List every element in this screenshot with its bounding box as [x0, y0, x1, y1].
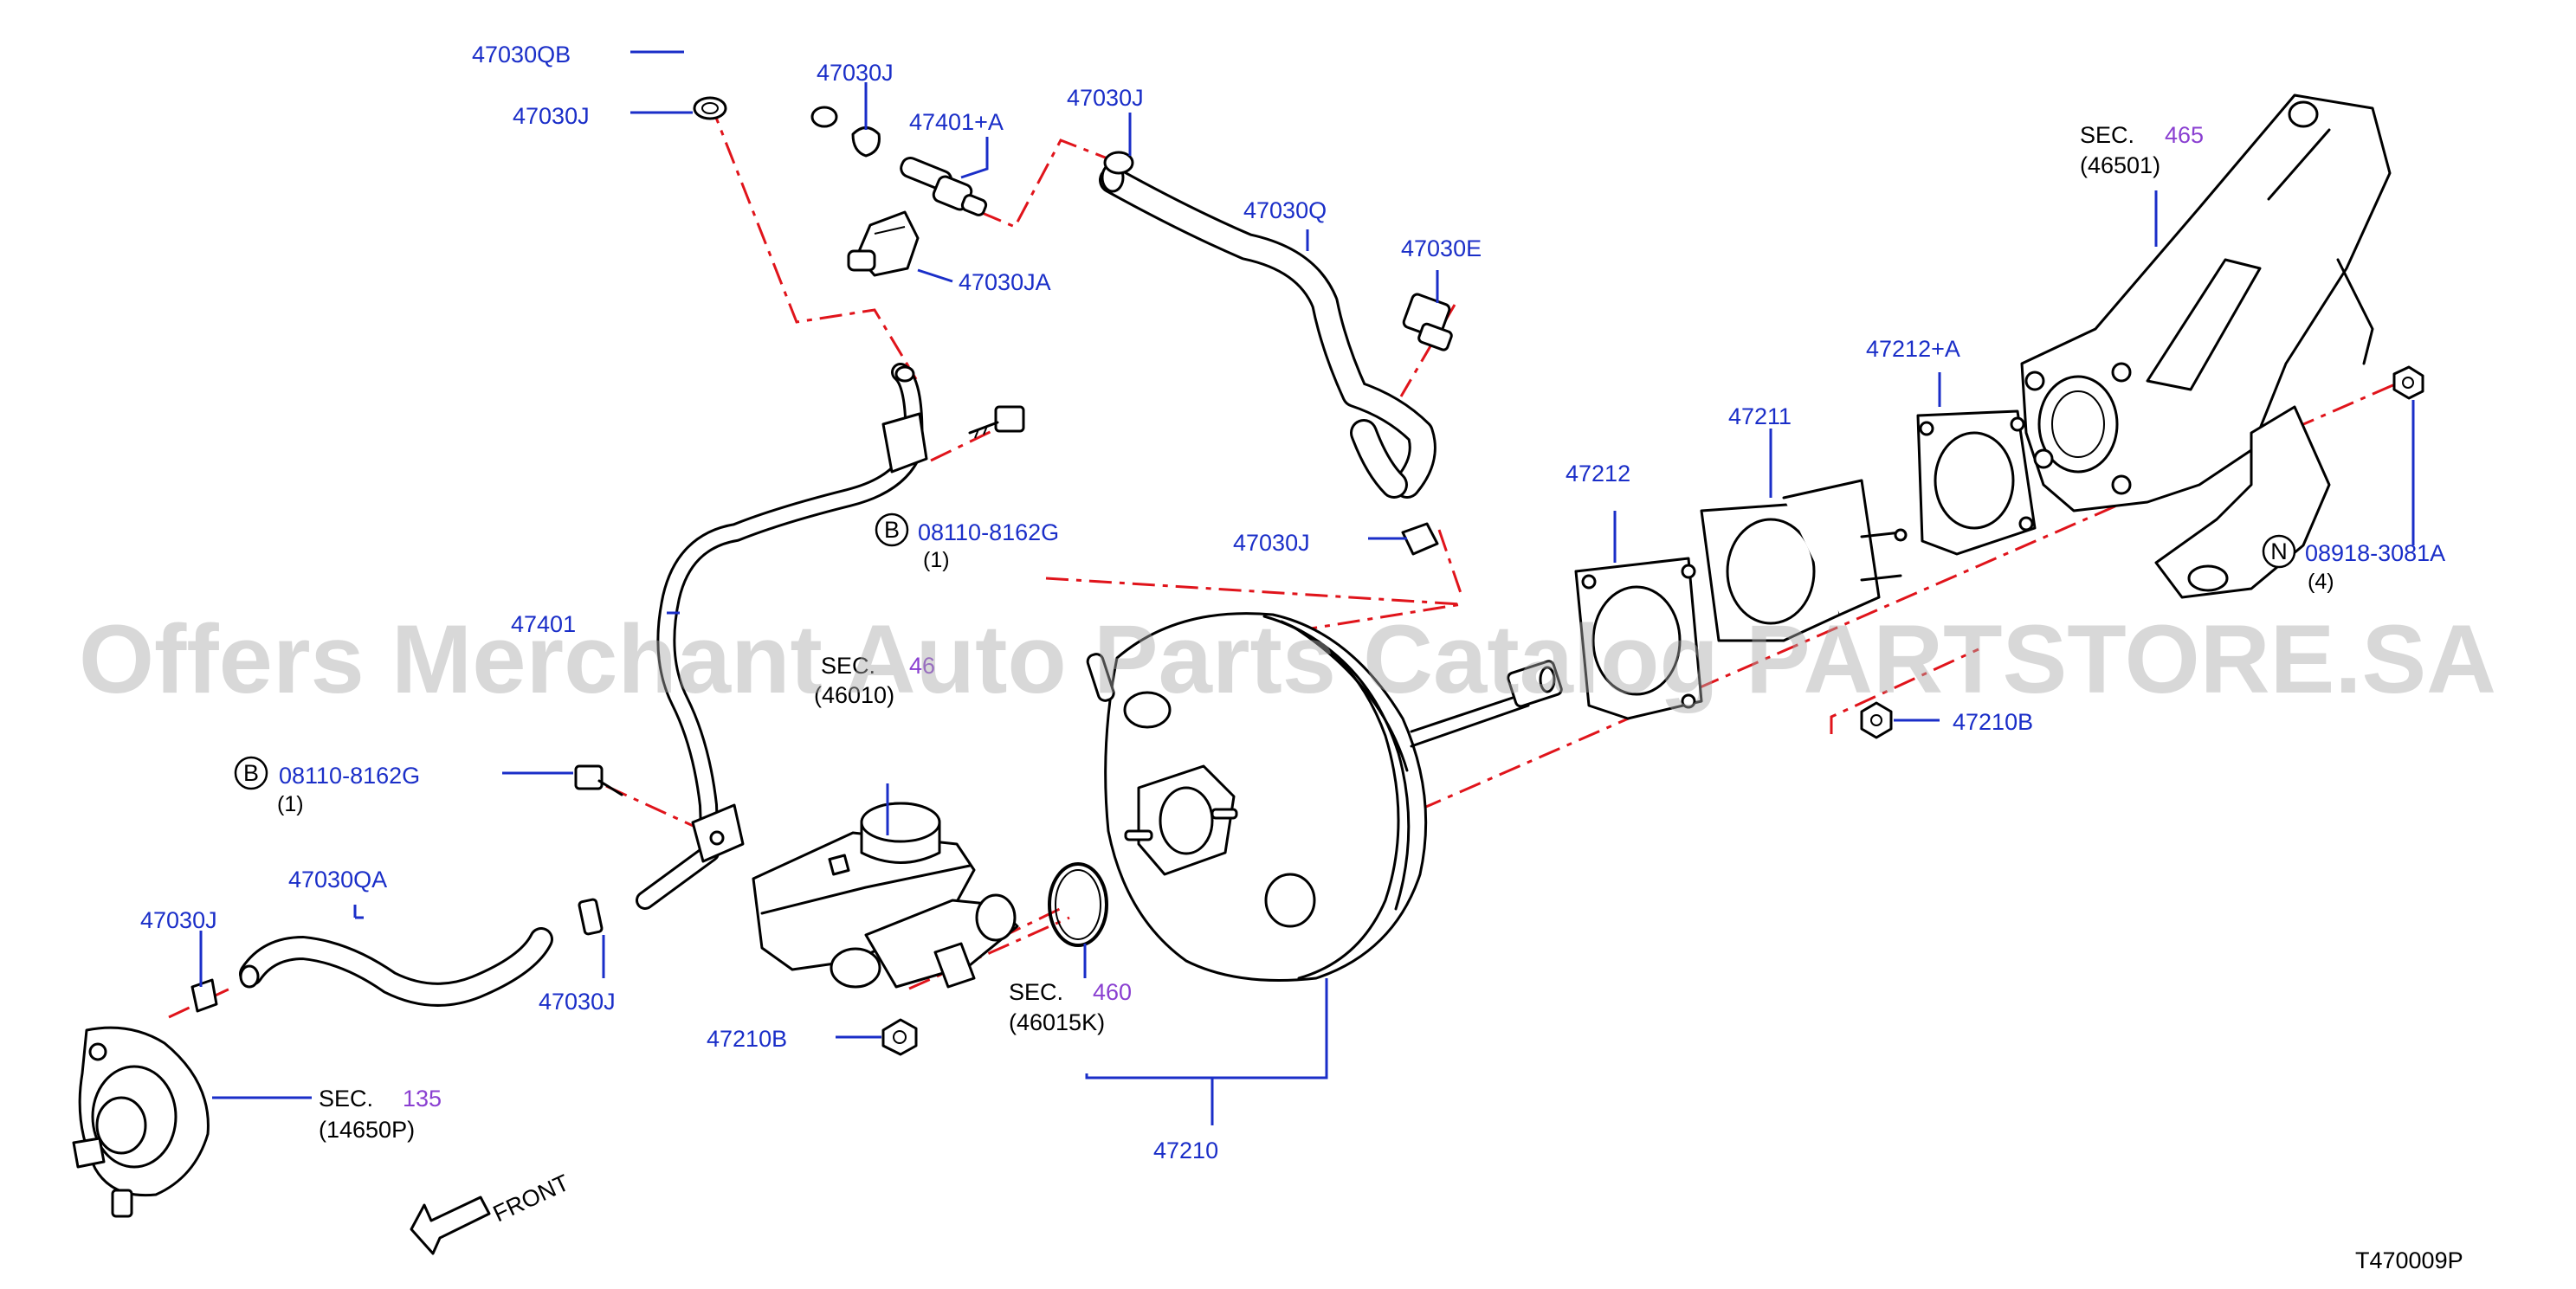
nut-47210B-mc[interactable] — [881, 1018, 918, 1056]
connector-47030E[interactable] — [1402, 293, 1453, 351]
phantom-line-upper-hose — [708, 101, 918, 380]
svg-text:B: B — [884, 517, 900, 543]
label-47030J-f: 47030J — [539, 989, 616, 1015]
vacuum-pipe-47401[interactable] — [636, 363, 928, 910]
phantom-line-mc-nut — [908, 916, 1070, 990]
seal-ring-460[interactable] — [1048, 862, 1108, 947]
sec-mc-number: 46 — [909, 653, 935, 679]
front-label: FRONT — [489, 1170, 573, 1227]
label-47211: 47211 — [1728, 403, 1792, 429]
gasket-47212[interactable] — [1574, 557, 1703, 720]
sec-135-word: SEC. — [319, 1086, 373, 1112]
label-47030J-b: 47030J — [817, 60, 894, 86]
svg-text:B: B — [243, 760, 259, 786]
label-47210B-mc: 47210B — [707, 1026, 787, 1052]
clamp-47030J-b[interactable] — [851, 126, 881, 158]
phantom-line-booster-port — [1045, 577, 1462, 661]
label-08918-3081A: 08918-3081A — [2305, 540, 2445, 566]
clamp-47030J-c[interactable] — [1103, 151, 1134, 175]
nut-47210B-mount[interactable] — [1860, 701, 1893, 739]
leader-lines — [199, 50, 2415, 1125]
figure-code: T470009P — [2355, 1247, 2463, 1273]
phantom-lines — [168, 101, 2404, 1019]
callout-n: N — [2262, 534, 2296, 569]
sec-460-word: SEC. — [1009, 979, 1063, 1005]
qty-08918: (4) — [2308, 570, 2334, 594]
spacer-47211[interactable] — [1700, 479, 1908, 642]
bolt-08110-8162G-lower[interactable] — [574, 764, 623, 796]
clamp-47030J-f[interactable] — [578, 898, 604, 936]
label-47212: 47212 — [1566, 461, 1630, 487]
clamp-47030J-e[interactable] — [190, 978, 218, 1013]
sec-mc-ref: (46010) — [814, 682, 894, 708]
label-47401A: 47401+A — [909, 109, 1004, 135]
label-47401: 47401 — [511, 611, 576, 637]
phantom-line-upper-bolt — [930, 422, 1007, 462]
callout-b-upper: B — [875, 512, 909, 547]
clamp-47030J-a[interactable] — [693, 96, 727, 120]
qty-08110-lower: (1) — [277, 792, 304, 816]
master-cylinder[interactable] — [752, 802, 1019, 989]
label-47030QB: 47030QB — [472, 42, 571, 68]
watermark-text: Offers Merchant Auto Parts Catalog PARTS… — [79, 605, 2496, 713]
label-08110-8162G-upper: 08110-8162G — [918, 519, 1059, 545]
qty-08110-upper: (1) — [923, 548, 950, 572]
label-08110-8162G-lower: 08110-8162G — [279, 763, 420, 789]
phantom-line-check-valve — [979, 139, 1120, 229]
check-valve-47401A[interactable] — [899, 155, 988, 216]
vacuum-pump[interactable] — [72, 1026, 210, 1218]
connector-47030JA[interactable] — [847, 210, 920, 277]
brake-booster-47210[interactable] — [1086, 612, 1563, 982]
part-labels: 47030QB 47030J 47030J 47401+A 47030J 470… — [140, 42, 2445, 1163]
gasket-47212A[interactable] — [1916, 409, 2037, 556]
label-47030J-e: 47030J — [140, 907, 217, 933]
clamp-47030J-d[interactable] — [1401, 522, 1439, 556]
hose-47030QB[interactable] — [674, 23, 838, 128]
label-47030J-a: 47030J — [513, 103, 590, 129]
sec-460-number: 460 — [1093, 979, 1132, 1005]
section-references: SEC. 465 (46501) SEC. 46 (46010) SEC. 46… — [319, 122, 2204, 1143]
callout-b-lower: B — [234, 756, 268, 790]
svg-text:N: N — [2270, 538, 2288, 564]
label-47030E: 47030E — [1401, 235, 1482, 261]
label-47210B-mount: 47210B — [1953, 709, 2033, 735]
label-47030JA: 47030JA — [959, 269, 1051, 295]
front-arrow: FRONT — [410, 1170, 573, 1255]
sec-460-ref: (46015K) — [1009, 1009, 1105, 1035]
sec-mc-word: SEC. — [821, 653, 875, 679]
bolt-08110-8162G-upper[interactable] — [968, 405, 1025, 439]
phantom-line-pump — [168, 985, 235, 1019]
label-47030QA: 47030QA — [288, 867, 387, 893]
phantom-line-lower-bolt — [605, 784, 709, 835]
sec-465-number: 465 — [2165, 122, 2204, 148]
label-47030Q: 47030Q — [1243, 197, 1327, 223]
label-47210: 47210 — [1153, 1138, 1218, 1163]
phantom-line-mount-axis — [1419, 379, 2404, 811]
sec-465-ref: (46501) — [2080, 152, 2160, 178]
sec-135-ref: (14650P) — [319, 1117, 415, 1143]
label-47030J-d: 47030J — [1233, 530, 1310, 556]
pedal-bracket-465[interactable] — [2020, 93, 2392, 599]
label-47212A: 47212+A — [1866, 336, 1960, 362]
sec-465-word: SEC. — [2080, 122, 2134, 148]
sec-135-number: 135 — [403, 1086, 442, 1112]
hose-47030QA[interactable] — [239, 927, 553, 1007]
phantom-line-elbow-down — [1437, 529, 1463, 596]
label-47030J-c: 47030J — [1067, 85, 1144, 111]
phantom-line-nut — [1830, 648, 1979, 734]
hose-47030Q[interactable] — [1099, 162, 1436, 499]
nut-08918-3081A[interactable] — [2392, 365, 2424, 400]
